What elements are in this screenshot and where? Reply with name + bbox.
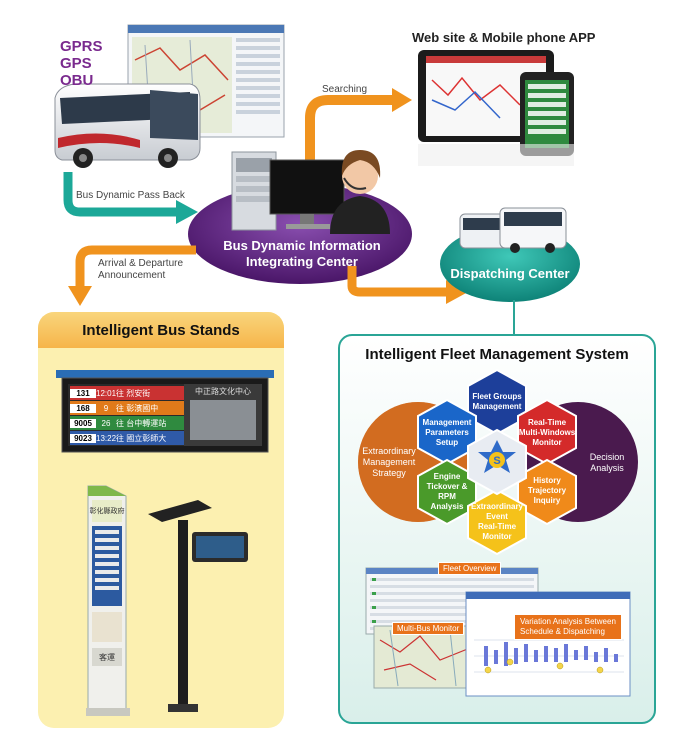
city-bus — [54, 83, 201, 168]
dispatching-center-label: Dispatching Center — [450, 266, 570, 281]
obu-label-gps: GPS — [60, 55, 92, 72]
arrival-arrow — [75, 245, 196, 290]
searching-arrow — [305, 95, 395, 178]
sign-row: 168 9 往 彰濱國中 — [70, 401, 184, 415]
sign-side-label: 中正路文化中心 — [195, 387, 251, 396]
side-left-label: Extraordinary Management Strategy — [362, 446, 416, 478]
svg-text:S: S — [493, 455, 500, 467]
sign-row: 9023 13:22 往 國立彰師大 — [70, 431, 184, 445]
sign-row: 9005 26 往 台中轉運站 — [70, 416, 184, 430]
obu-label-obu: OBU — [60, 72, 94, 89]
bus-stands-header — [38, 312, 284, 348]
kiosk-top-label: 彰化縣政府 — [89, 508, 125, 515]
obu-label-gprs: GPRS — [60, 38, 103, 55]
kiosk-pillar — [86, 485, 130, 716]
phone-device — [520, 72, 574, 156]
dispatch-buses — [459, 207, 567, 253]
fleet-hex-diagram: S — [358, 368, 638, 556]
sign-row: 131 12:01 往 烈安街 — [70, 386, 184, 400]
hex-history: History Trajectory Inquiry — [527, 476, 567, 505]
variation-chart-screenshot — [465, 591, 631, 697]
arrival-line2: Announcement — [98, 270, 166, 281]
arrival-line1: Arrival & Departure — [98, 258, 184, 269]
sign-rows: 131 12:01 往 烈安街 168 9 往 彰濱國中 9005 26 往 台… — [70, 386, 184, 445]
side-right-label: Decision Analysis — [589, 452, 625, 473]
hex-extra-event: Extraordinary Event Real-Time Monitor — [470, 502, 524, 541]
bus-stands-title: Intelligent Bus Stands — [82, 322, 240, 339]
web-title: Web site & Mobile phone APP — [412, 30, 596, 45]
multi-bus-screenshot — [373, 625, 483, 689]
integrating-center-line2: Integrating Center — [246, 254, 358, 269]
hex-engine: Engine Tickover & RPM Analysis — [426, 472, 468, 511]
pass-back-arrow — [63, 172, 180, 217]
kiosk-bottom-label: 客運 — [99, 653, 115, 662]
searching-label: Searching — [322, 84, 368, 95]
fleet-overview-tag: Fleet Overview — [438, 562, 502, 575]
device-reflection — [418, 144, 574, 166]
server-icon — [231, 151, 277, 231]
pass-back-label: Bus Dynamic Pass Back — [76, 190, 185, 201]
multi-bus-tag: Multi-Bus Monitor — [392, 622, 465, 635]
monitor-icon — [269, 159, 345, 229]
hex-realtime-multi: Real-Time Multi-Windows Monitor — [518, 418, 576, 447]
fleet-title: Intelligent Fleet Management System — [365, 346, 629, 363]
variation-tag: Variation Analysis Between Schedule & Di… — [514, 614, 622, 640]
integrating-center-line1: Bus Dynamic Information — [223, 238, 381, 253]
operator-icon — [330, 150, 390, 234]
hex-mgmt-params: Management Parameters Setup — [422, 418, 472, 447]
dispatch-arrow — [347, 266, 450, 297]
solar-bus-stand — [148, 500, 248, 712]
hex-fleet-groups: Fleet Groups Management — [472, 392, 522, 411]
